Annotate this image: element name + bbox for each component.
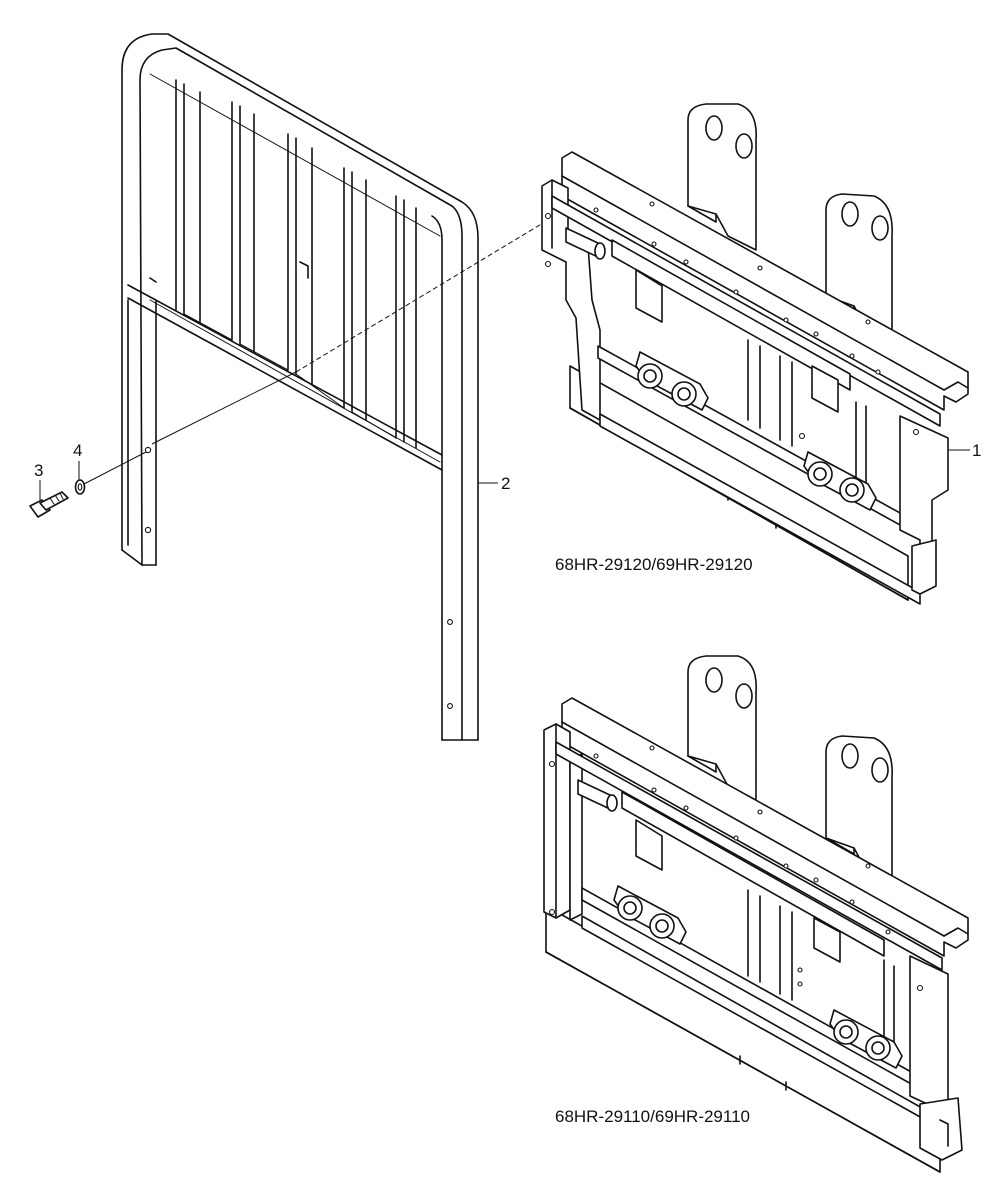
- fork-carriage-lower: [543, 655, 969, 1173]
- assembly-line-washer: [83, 451, 147, 485]
- callout-1: 1: [972, 441, 981, 460]
- part-number-lower: 68HR-29110/69HR-29110: [555, 1107, 750, 1126]
- bolt: [29, 491, 69, 518]
- callout-3: 3: [34, 461, 43, 480]
- fork-carriage-upper: [541, 103, 969, 605]
- callout-4: 4: [73, 441, 82, 460]
- backrest-slats: [149, 73, 441, 463]
- part-number-upper: 68HR-29120/69HR-29120: [555, 555, 753, 574]
- washer: [74, 479, 86, 495]
- assembly-line-backrest: [151, 371, 297, 445]
- assembly-line-dashed: [295, 219, 549, 373]
- load-backrest: [121, 33, 479, 741]
- callout-2: 2: [501, 474, 510, 493]
